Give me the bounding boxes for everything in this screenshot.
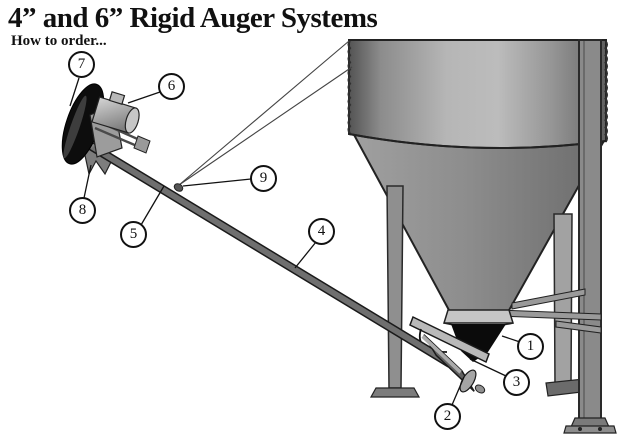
brace-bar-lower [555, 320, 602, 334]
tube-coupler-lug [173, 183, 184, 192]
callout-9: 9 [250, 165, 277, 192]
callout-1: 1 [517, 333, 544, 360]
subtitle: How to order... [11, 33, 107, 49]
callout-7: 7 [68, 51, 95, 78]
hopper-outlet-collar [442, 309, 515, 324]
leader-6 [127, 91, 161, 104]
callout-3: 3 [503, 369, 530, 396]
bin-leg-left [386, 185, 404, 389]
grain-bin [347, 39, 617, 434]
callout-4: 4 [308, 218, 335, 245]
bin-leg-far-right [578, 39, 602, 420]
intake-cover-plate [409, 315, 490, 364]
bin-leg-far-right-base-plate [563, 425, 617, 434]
intake-hopper [421, 334, 486, 394]
intake-hopper-top-rim [421, 334, 462, 374]
bin-corrugation-left-edge [347, 40, 352, 134]
callout-5: 5 [120, 221, 147, 248]
brace-bar-upper [511, 288, 586, 310]
leader-2 [451, 376, 465, 406]
leader-9 [182, 178, 252, 187]
motor-end-cap [124, 107, 140, 134]
callout-leader-lines [69, 77, 521, 406]
callout-8: 8 [69, 197, 96, 224]
leader-5 [140, 185, 165, 226]
belt-guard-highlight [63, 95, 87, 159]
foot-bolt [598, 427, 602, 431]
rail-end-block [133, 135, 151, 154]
bin-cylinder [348, 39, 607, 150]
bin-corrugation-right-edge [604, 40, 608, 143]
bin-leg-left-foot [369, 387, 421, 398]
callout-6: 6 [158, 73, 185, 100]
leader-3 [469, 358, 507, 377]
outlet-boot-black [451, 324, 506, 362]
leader-4 [294, 241, 317, 269]
bin-body-seam [348, 133, 607, 150]
leader-8 [83, 164, 92, 199]
leader-7 [69, 77, 80, 107]
bin-legs [369, 39, 617, 434]
drive-shaft-stub [474, 384, 486, 394]
drive-head-assembly [61, 83, 151, 165]
bin-leg-braces [497, 288, 602, 334]
motor-junction-box [108, 91, 126, 105]
callout-2: 2 [434, 403, 461, 430]
foot-bolt [578, 427, 582, 431]
page-title: 4” and 6” Rigid Auger Systems [8, 2, 378, 34]
attachment-fan-lines [178, 40, 353, 186]
